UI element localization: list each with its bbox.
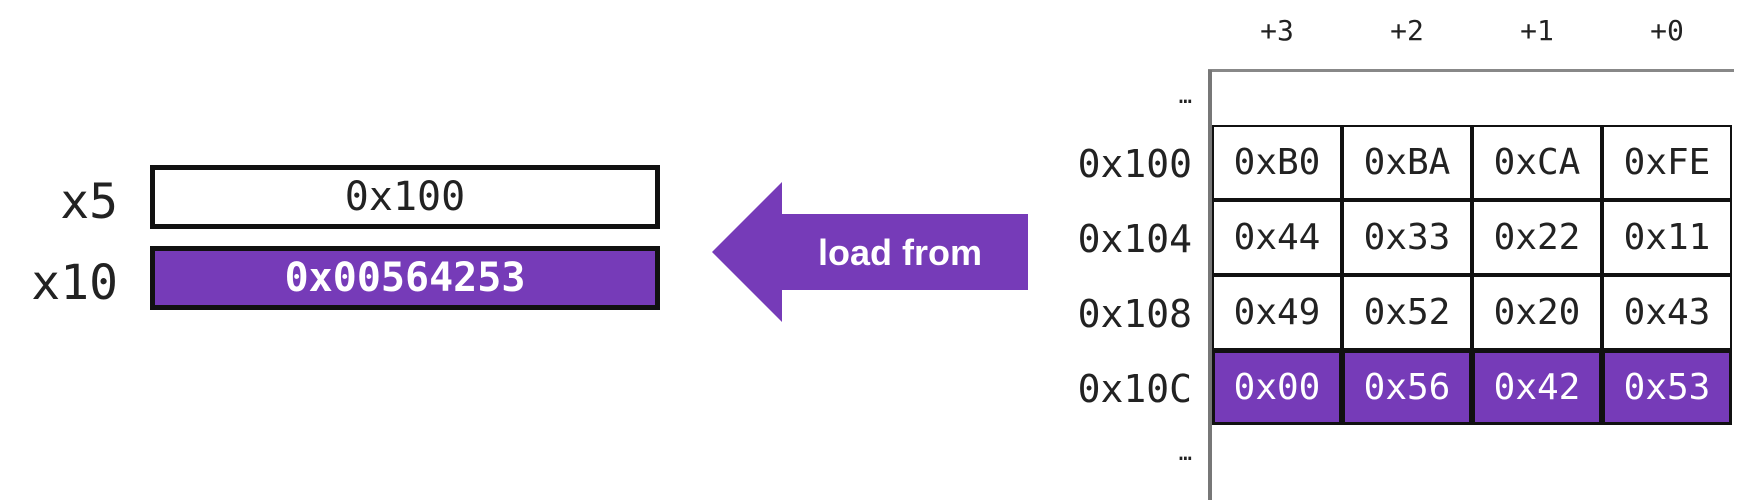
memory-byte-highlighted: 0x00 bbox=[1212, 350, 1342, 425]
offset-label-plus2: +2 bbox=[1390, 14, 1424, 47]
row-address: 0x100 bbox=[1077, 142, 1192, 186]
register-value-x10: 0x00564253 bbox=[150, 246, 660, 310]
memory-byte: 0xCA bbox=[1472, 125, 1602, 200]
memory-byte: 0xB0 bbox=[1212, 125, 1342, 200]
memory-byte: 0x20 bbox=[1472, 275, 1602, 350]
ellipsis-top: … bbox=[1178, 84, 1192, 109]
memory-byte: 0x11 bbox=[1602, 200, 1732, 275]
register-name-x5: x5 bbox=[60, 174, 118, 230]
memory-top-rule bbox=[1208, 69, 1734, 72]
memory-byte: 0x22 bbox=[1472, 200, 1602, 275]
memory-byte: 0x43 bbox=[1602, 275, 1732, 350]
memory-byte: 0x44 bbox=[1212, 200, 1342, 275]
offset-label-plus0: +0 bbox=[1650, 14, 1684, 47]
offset-label-plus1: +1 bbox=[1520, 14, 1554, 47]
memory-byte: 0x33 bbox=[1342, 200, 1472, 275]
memory-byte: 0x52 bbox=[1342, 275, 1472, 350]
memory-byte-highlighted: 0x42 bbox=[1472, 350, 1602, 425]
offset-label-plus3: +3 bbox=[1260, 14, 1294, 47]
register-name-x10: x10 bbox=[31, 255, 118, 311]
memory-byte: 0xBA bbox=[1342, 125, 1472, 200]
memory-byte-highlighted: 0x53 bbox=[1602, 350, 1732, 425]
load-arrow-icon bbox=[712, 182, 1028, 322]
register-value-x5: 0x100 bbox=[150, 165, 660, 229]
memory-byte-highlighted: 0x56 bbox=[1342, 350, 1472, 425]
row-address: 0x10C bbox=[1077, 367, 1192, 411]
ellipsis-bottom: … bbox=[1178, 441, 1192, 466]
row-address: 0x108 bbox=[1077, 292, 1192, 336]
load-from-label: load from bbox=[817, 232, 982, 273]
row-address: 0x104 bbox=[1077, 217, 1192, 261]
memory-byte: 0x49 bbox=[1212, 275, 1342, 350]
memory-axis bbox=[1208, 70, 1212, 500]
memory-byte: 0xFE bbox=[1602, 125, 1732, 200]
